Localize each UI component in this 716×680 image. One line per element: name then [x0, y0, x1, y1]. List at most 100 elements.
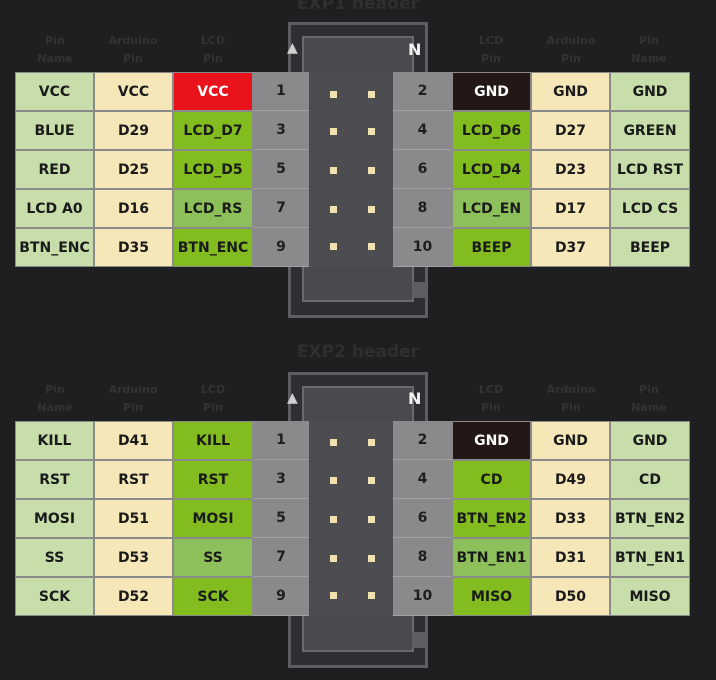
exp1-pin-dot — [330, 128, 337, 135]
exp2-left-signal: SCK — [15, 577, 94, 616]
exp2-left-lcd: SCK — [173, 577, 253, 616]
exp1-n-label: N — [408, 40, 422, 59]
exp1-left-signal: BTN_ENC — [15, 228, 94, 267]
exp1-pin-number-right: 6 — [393, 150, 452, 189]
exp1-right-lcd: LCD_D6 — [452, 111, 531, 150]
exp2-pin-number-left: 9 — [253, 577, 309, 616]
exp1-left-lcd: LCD_D5 — [173, 150, 253, 189]
exp1-pin-dot — [330, 206, 337, 213]
exp2-pin-number-left: 5 — [253, 499, 309, 538]
exp2-pin-dot — [368, 439, 375, 446]
exp1-pin-dot — [330, 243, 337, 250]
exp2-right-lcd: BTN_EN2 — [452, 499, 531, 538]
exp1-pin-number-left: 3 — [253, 111, 309, 150]
exp1-right-lcd: LCD_EN — [452, 189, 531, 228]
exp2-left-lcd: RST — [173, 460, 253, 499]
exp2-pin-dot — [368, 477, 375, 484]
exp1-left-arduino: D29 — [94, 111, 173, 150]
exp2-left-signal: SS — [15, 538, 94, 577]
exp2-pin-number-left: 3 — [253, 460, 309, 499]
exp1-left-arduino: D35 — [94, 228, 173, 267]
exp1-pin-number-right: 4 — [393, 111, 452, 150]
exp1-pin1-marker: ▲ — [287, 40, 298, 56]
exp2-left-arduino: D51 — [94, 499, 173, 538]
exp1-connector-key-right — [412, 282, 426, 298]
exp2-right-arduino: D49 — [531, 460, 610, 499]
exp1-right-arduino: D17 — [531, 189, 610, 228]
exp1-pin-dot — [368, 243, 375, 250]
exp1-right-arduino: D27 — [531, 111, 610, 150]
exp2-pin-number-left: 7 — [253, 538, 309, 577]
exp1-left-signal: LCD A0 — [15, 189, 94, 228]
exp1-right-signal: BEEP — [610, 228, 690, 267]
exp1-right-lcd: LCD_D4 — [452, 150, 531, 189]
exp1-right-signal: GND — [610, 72, 690, 111]
exp2-right-signal: BTN_EN2 — [610, 499, 690, 538]
exp2-right-lcd: GND — [452, 421, 531, 460]
exp1-left-signal: BLUE — [15, 111, 94, 150]
exp2-left-arduino: D52 — [94, 577, 173, 616]
exp1-right-lcd: GND — [452, 72, 531, 111]
exp2-right-signal: BTN_EN1 — [610, 538, 690, 577]
exp2-left-arduino: D53 — [94, 538, 173, 577]
exp2-right-lcd: MISO — [452, 577, 531, 616]
exp1-title: EXP1 header — [296, 0, 420, 14]
exp1-right-lcd: BEEP — [452, 228, 531, 267]
exp2-pin-dot — [368, 592, 375, 599]
exp1-right-signal: GREEN — [610, 111, 690, 150]
exp2-pin-dot — [368, 555, 375, 562]
exp1-pin-number-left: 7 — [253, 189, 309, 228]
exp2-pin-number-right: 6 — [393, 499, 452, 538]
exp1-pin-dot — [368, 206, 375, 213]
exp2-pin-number-right: 10 — [393, 577, 452, 616]
exp2-left-arduino: D41 — [94, 421, 173, 460]
exp2-right-lcd: BTN_EN1 — [452, 538, 531, 577]
exp2-left-lcd: MOSI — [173, 499, 253, 538]
exp2-pin-number-left: 1 — [253, 421, 309, 460]
exp1-pin-dot — [368, 128, 375, 135]
exp1-right-arduino: D37 — [531, 228, 610, 267]
exp2-right-signal: MISO — [610, 577, 690, 616]
exp1-pin-dot — [330, 167, 337, 174]
exp2-n-label: N — [408, 389, 422, 408]
exp1-pin-number-left: 1 — [253, 72, 309, 111]
exp2-left-lcd: SS — [173, 538, 253, 577]
exp1-right-signal: LCD CS — [610, 189, 690, 228]
exp1-left-lcd: BTN_ENC — [173, 228, 253, 267]
exp2-right-lcd: CD — [452, 460, 531, 499]
exp2-right-arduino: D33 — [531, 499, 610, 538]
exp2-pin-dot — [330, 477, 337, 484]
exp2-right-arduino: D50 — [531, 577, 610, 616]
exp2-pin-dot — [368, 516, 375, 523]
exp2-left-signal: KILL — [15, 421, 94, 460]
exp2-pin-number-right: 4 — [393, 460, 452, 499]
exp2-right-arduino: D31 — [531, 538, 610, 577]
exp1-connector-pin-field — [309, 72, 393, 267]
exp1-left-signal: RED — [15, 150, 94, 189]
exp2-right-signal: CD — [610, 460, 690, 499]
exp1-right-arduino: GND — [531, 72, 610, 111]
exp1-pin-number-right: 2 — [393, 72, 452, 111]
exp2-left-signal: MOSI — [15, 499, 94, 538]
exp1-pin-number-left: 5 — [253, 150, 309, 189]
exp1-pin-dot — [330, 91, 337, 98]
exp2-pin-dot — [330, 439, 337, 446]
exp1-pin-number-left: 9 — [253, 228, 309, 267]
exp1-right-signal: LCD RST — [610, 150, 690, 189]
exp2-pin1-marker: ▲ — [287, 390, 298, 406]
exp2-left-lcd: KILL — [173, 421, 253, 460]
exp1-left-arduino: VCC — [94, 72, 173, 111]
exp1-left-lcd: LCD_RS — [173, 189, 253, 228]
